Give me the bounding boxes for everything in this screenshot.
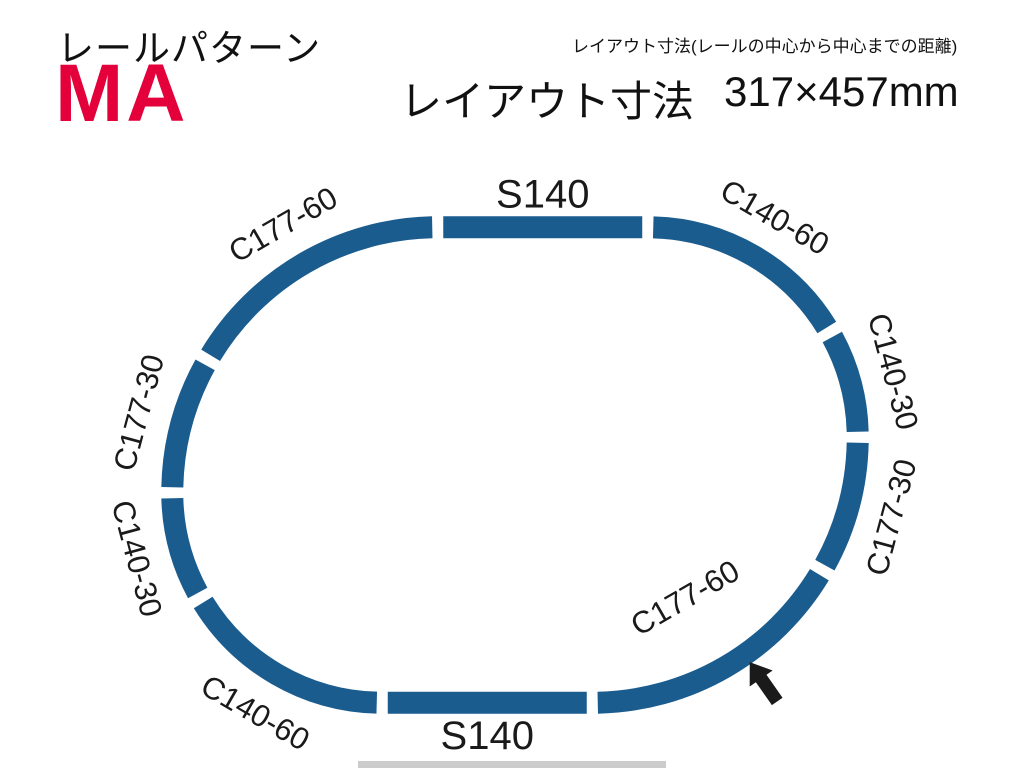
track-segment-C177-60 [597,569,829,714]
callout-arrow-icon [749,662,783,706]
segment-label-S140: S140 [496,172,589,216]
segment-label-C140-30: C140-30 [105,497,170,621]
track-segment-C140-60 [652,216,837,334]
series-title: レールパターン [57,28,322,69]
segment-label-C177-30: C177-30 [859,455,924,579]
segment-label-C177-60: C177-60 [625,553,745,643]
track-segment-C177-30 [815,442,869,571]
segment-label-C177-30: C177-30 [107,351,172,475]
dimensions-value: 317×457mm [724,68,959,115]
dimensions-note: レイアウト寸法(レールの中心から中心までの距離) [572,37,958,56]
dimensions-line: レイアウト寸法 317×457mm [400,68,959,129]
dimensions-label: レイアウト寸法 [400,78,695,125]
track-segment-C140-30 [822,331,869,433]
segment-label-C140-30: C140-30 [861,310,926,434]
track-segment-C140-30 [161,497,208,599]
pattern-code: MA [55,48,189,139]
track-segment-C177-30 [161,359,215,488]
track-segment-C177-60 [201,216,433,361]
track-segment-C140-60 [193,596,378,714]
bottom-strip [358,761,666,768]
segment-label-S140: S140 [441,714,534,758]
